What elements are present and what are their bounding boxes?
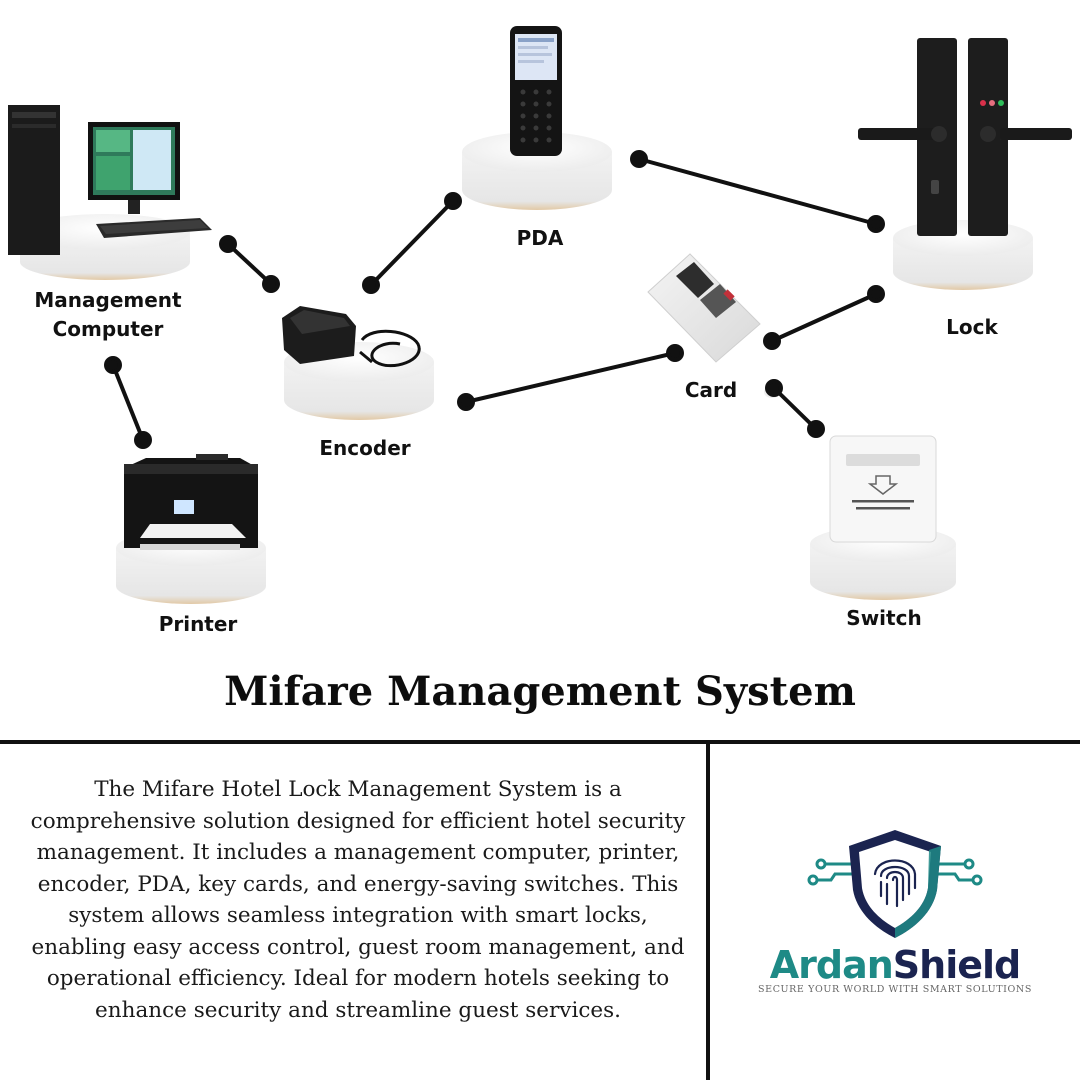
label-management-computer: Management Computer — [18, 286, 198, 344]
label-line: Printer — [158, 612, 238, 636]
edge-pda-lock — [630, 150, 885, 233]
brand-block: ArdanShield SECURE YOUR WORLD WITH SMART… — [710, 744, 1080, 1080]
vertical-divider — [706, 742, 710, 1080]
description-text: The Mifare Hotel Lock Management System … — [30, 777, 686, 1023]
label-line: Lock — [946, 315, 998, 339]
brand-name-part1: Ardan — [769, 943, 894, 987]
label-printer: Printer — [138, 610, 258, 639]
edge-encoder-pda — [362, 192, 462, 294]
label-switch: Switch — [824, 604, 944, 633]
fingerprint-shield-icon — [807, 830, 983, 938]
edge-card-lock — [763, 285, 885, 350]
label-line: Management — [34, 288, 182, 312]
encoder-icon — [282, 306, 421, 368]
label-card: Card — [661, 376, 761, 405]
edge-encoder-card — [457, 344, 684, 411]
system-diagram: Management Computer Printer Encoder PDA … — [8, 26, 1072, 639]
pda-icon — [510, 26, 562, 156]
label-encoder: Encoder — [305, 434, 425, 463]
label-line: Card — [684, 378, 738, 402]
horizontal-divider — [0, 740, 1080, 744]
brand-tagline: SECURE YOUR WORLD WITH SMART SOLUTIONS — [758, 984, 1032, 995]
edge-computer-encoder — [219, 235, 280, 293]
printer-icon — [124, 454, 258, 550]
page-title: Mifare Management System — [224, 668, 856, 715]
label-lock: Lock — [922, 313, 1022, 342]
lock-icon — [858, 38, 1072, 236]
brand-name-part2: Shield — [892, 943, 1021, 987]
label-line: Computer — [52, 317, 164, 341]
edge-computer-printer — [104, 356, 152, 449]
computer-icon — [8, 105, 212, 255]
label-line: Encoder — [319, 436, 411, 460]
diagram-canvas — [8, 26, 1072, 604]
edge-card-switch — [765, 379, 825, 438]
switch-icon — [829, 435, 937, 543]
label-pda: PDA — [490, 224, 590, 253]
label-line: Switch — [846, 606, 922, 630]
brand-logotype: ArdanShield — [710, 943, 1080, 987]
connectors — [104, 150, 885, 449]
label-line: PDA — [516, 226, 564, 250]
pedestal-lock — [893, 220, 1033, 290]
card-icon — [647, 253, 761, 363]
